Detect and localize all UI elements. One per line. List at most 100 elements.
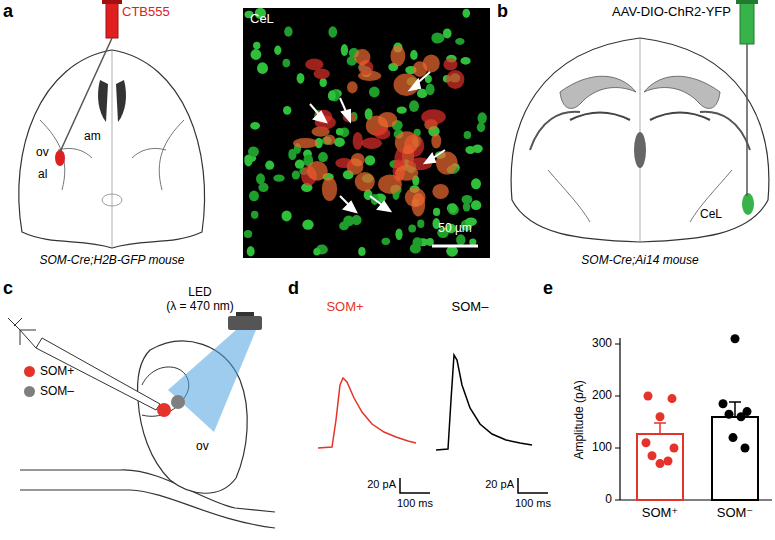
category-label: SOM⁺ (642, 506, 678, 521)
art-rect (740, 0, 754, 44)
art-circle (729, 433, 738, 442)
art-g (642, 392, 679, 469)
art-ellipse (288, 149, 296, 160)
current-traces (318, 355, 548, 493)
art-path (342, 110, 350, 121)
art-rect (637, 434, 683, 500)
tick-label: 100 (592, 441, 612, 455)
region-name: ov (196, 440, 209, 454)
art-g (719, 334, 752, 452)
art-ellipse (283, 59, 291, 68)
scale-label: 20 pA (367, 478, 396, 491)
art-ellipse (292, 170, 300, 179)
art-circle (664, 457, 673, 466)
art-ellipse (449, 203, 457, 213)
art-line (746, 44, 748, 196)
art-ellipse (248, 147, 259, 157)
scale-bar (432, 245, 478, 248)
art-line (60, 38, 112, 152)
art-path (318, 378, 416, 448)
art-circle (737, 412, 746, 421)
art-ellipse (742, 193, 754, 215)
brain-section-a (19, 0, 205, 248)
art-path (116, 80, 126, 122)
art-path (400, 478, 430, 493)
art-ellipse (358, 247, 365, 256)
art-ellipse (446, 70, 464, 89)
art-ellipse (634, 132, 646, 168)
region-name: al (38, 168, 47, 182)
art-ellipse (249, 191, 259, 202)
art-ellipse (274, 46, 281, 55)
tick-label: 300 (592, 337, 612, 351)
micrograph-ground (243, 8, 490, 258)
slice-schematic (8, 312, 275, 528)
art-ellipse (247, 246, 255, 256)
art-ellipse (313, 248, 320, 256)
art-ellipse (302, 219, 313, 229)
art-ellipse (295, 160, 305, 169)
art-circle (741, 444, 750, 453)
scale-label: 20 pA (485, 478, 514, 491)
art-ellipse (322, 177, 337, 201)
art-path (132, 148, 166, 158)
panel-letter: a (3, 1, 13, 22)
art-ellipse (251, 49, 262, 60)
art-ellipse (328, 26, 337, 37)
art-ellipse (251, 211, 259, 219)
art-ellipse (426, 84, 435, 96)
category-label: SOM⁻ (717, 506, 753, 521)
art-path (644, 76, 720, 108)
art-path (425, 154, 435, 163)
art-circle (171, 395, 185, 409)
art-ellipse (307, 161, 328, 181)
art-ellipse (273, 175, 284, 182)
art-path (410, 80, 420, 90)
region-name: CeL (700, 208, 722, 222)
legend-item: SOM– (24, 384, 74, 398)
trace-title: SOM+ (326, 300, 363, 315)
tracer-name: CTB555 (122, 5, 170, 20)
light-source: LED (188, 286, 211, 300)
art-path (690, 170, 732, 222)
mouse-line: SOM-Cre;Ai14 mouse (581, 254, 698, 268)
art-ellipse (355, 172, 375, 191)
art-ellipse (443, 58, 457, 70)
art-ellipse (354, 49, 370, 65)
art-ellipse (411, 193, 425, 216)
art-ellipse (433, 33, 445, 43)
art-path (8, 318, 22, 330)
scale-label: 100 ms (515, 497, 551, 510)
scale-label: 100 ms (397, 497, 433, 510)
art-path (344, 202, 356, 212)
art-ellipse (382, 238, 391, 245)
micrograph-cells (244, 8, 487, 257)
art-rect (106, 0, 118, 38)
legend-swatch (24, 386, 35, 397)
art-ellipse (463, 9, 471, 18)
art-path (700, 112, 750, 150)
art-path (314, 112, 326, 122)
art-path (436, 355, 532, 450)
art-ellipse (471, 200, 481, 210)
art-ellipse (256, 173, 265, 184)
art-ellipse (410, 50, 418, 60)
art-circle (719, 399, 728, 408)
art-ellipse (397, 107, 407, 114)
art-ellipse (282, 210, 292, 221)
art-ellipse (464, 131, 472, 139)
region-name: CeL (250, 12, 274, 27)
art-ellipse (314, 68, 330, 79)
art-ellipse (423, 54, 440, 72)
region-name: am (84, 130, 101, 144)
art-ellipse (336, 128, 344, 135)
art-ellipse (258, 183, 268, 192)
art-path (530, 112, 580, 150)
art-ellipse (408, 225, 416, 233)
art-rect (102, 0, 122, 4)
art-ellipse (257, 62, 268, 74)
art-ellipse (431, 134, 441, 149)
art-path (36, 338, 160, 410)
art-line (615, 448, 620, 449)
